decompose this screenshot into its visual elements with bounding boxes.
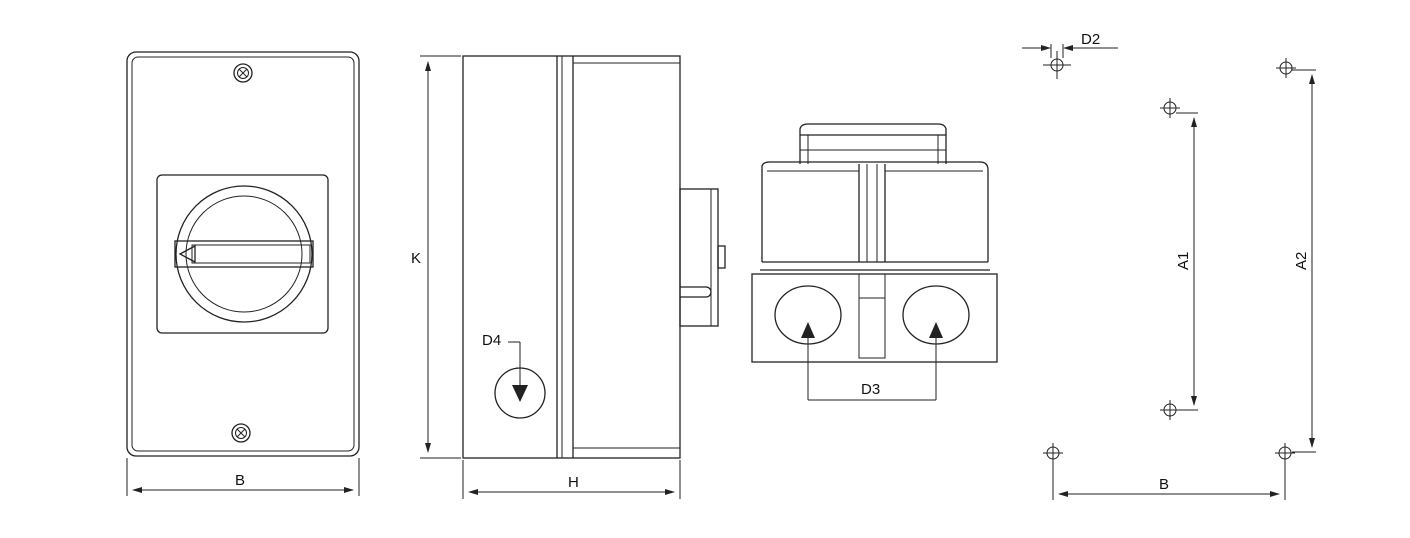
- rotary-handle: [174, 240, 314, 268]
- side-entry-arrow-icon: [512, 385, 528, 402]
- mount-inner-height-label: A1: [1175, 252, 1192, 270]
- bottom-lower-body: [751, 273, 998, 363]
- rotary-handle-inner: [191, 244, 311, 264]
- mount-hole-inner-top: [1160, 98, 1180, 118]
- bottom-entry-right-arrow-icon: [929, 322, 943, 338]
- mount-hole-label: D2: [1081, 31, 1100, 48]
- side-knob: [679, 188, 719, 327]
- rotary-dial-inner: [185, 195, 303, 313]
- mount-hole-outer-bottom-right: [1275, 443, 1295, 463]
- front-width-label: B: [235, 472, 245, 489]
- bottom-entry-left-arrow-icon: [801, 322, 815, 338]
- handle-pointer-icon: [178, 244, 196, 264]
- side-entry-label: D4: [482, 332, 501, 349]
- side-knob-tab: [717, 245, 726, 269]
- side-depth-label: H: [568, 474, 579, 491]
- rotary-dial: [175, 185, 313, 323]
- front-inner-housing: [131, 56, 355, 452]
- mount-hole-outer-top: [1276, 58, 1296, 78]
- front-view: B: [126, 51, 360, 496]
- mount-hole-d2: D2: [1022, 31, 1118, 79]
- bottom-upper-body: [761, 161, 989, 262]
- bottom-knob-cap: [799, 123, 947, 135]
- bottom-view: D3: [751, 123, 998, 401]
- mount-outer-height-label: A2: [1293, 252, 1310, 270]
- mount-width-label: B: [1159, 476, 1169, 493]
- bottom-entries-label: D3: [861, 381, 880, 398]
- mount-hole-outer-bottom-left: [1043, 443, 1063, 463]
- side-height-label: K: [411, 250, 421, 267]
- top-screw-icon: [233, 63, 253, 83]
- front-outer-housing: [126, 51, 360, 457]
- bottom-screw-icon: [231, 423, 251, 443]
- rotary-plate: [156, 174, 329, 334]
- side-view: D4 K H: [411, 55, 726, 499]
- mounting-pattern: D2: [1022, 31, 1316, 500]
